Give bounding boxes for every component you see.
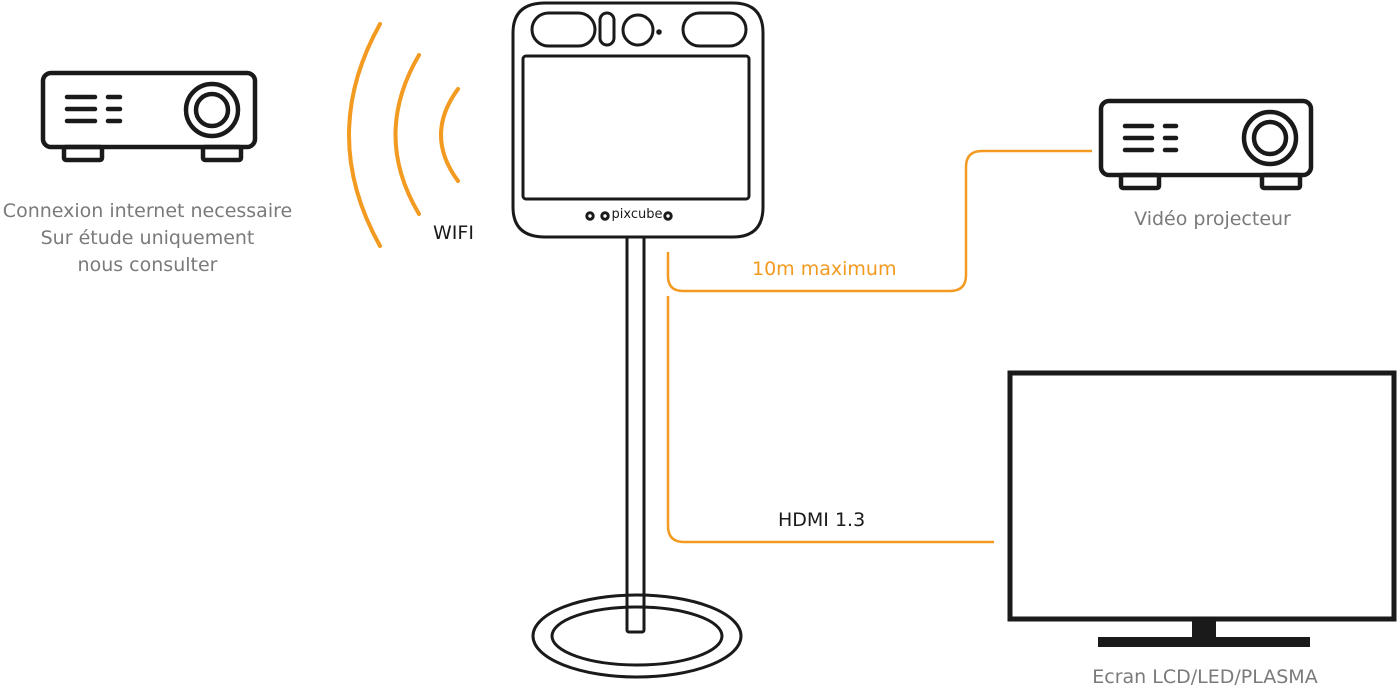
caption-line: Connexion internet necessaire <box>2 200 293 222</box>
cable-lines <box>666 149 1092 544</box>
brand-logo-text: pixcube <box>611 207 663 222</box>
cable-to-screen <box>666 296 994 544</box>
screen-caption: Ecran LCD/LED/PLASMA <box>1092 666 1318 688</box>
photobooth-kiosk-icon <box>511 1 765 679</box>
wifi-label: WIFI <box>433 222 474 244</box>
cable-to-projector <box>666 149 1092 293</box>
wifi-signal-icon <box>347 22 460 248</box>
caption-line: nous consulter <box>77 254 218 276</box>
caption-line: Sur étude uniquement <box>40 227 255 249</box>
tv-screen-icon <box>1007 370 1397 647</box>
distance-label: 10m maximum <box>752 258 897 280</box>
hdmi-label: HDMI 1.3 <box>778 509 866 531</box>
right-projector-icon <box>1098 98 1314 191</box>
left-projector-caption: Connexion internet necessaire Sur étude … <box>0 198 295 279</box>
right-projector-caption: Vidéo projecteur <box>1134 208 1291 230</box>
left-projector-icon <box>40 70 258 163</box>
